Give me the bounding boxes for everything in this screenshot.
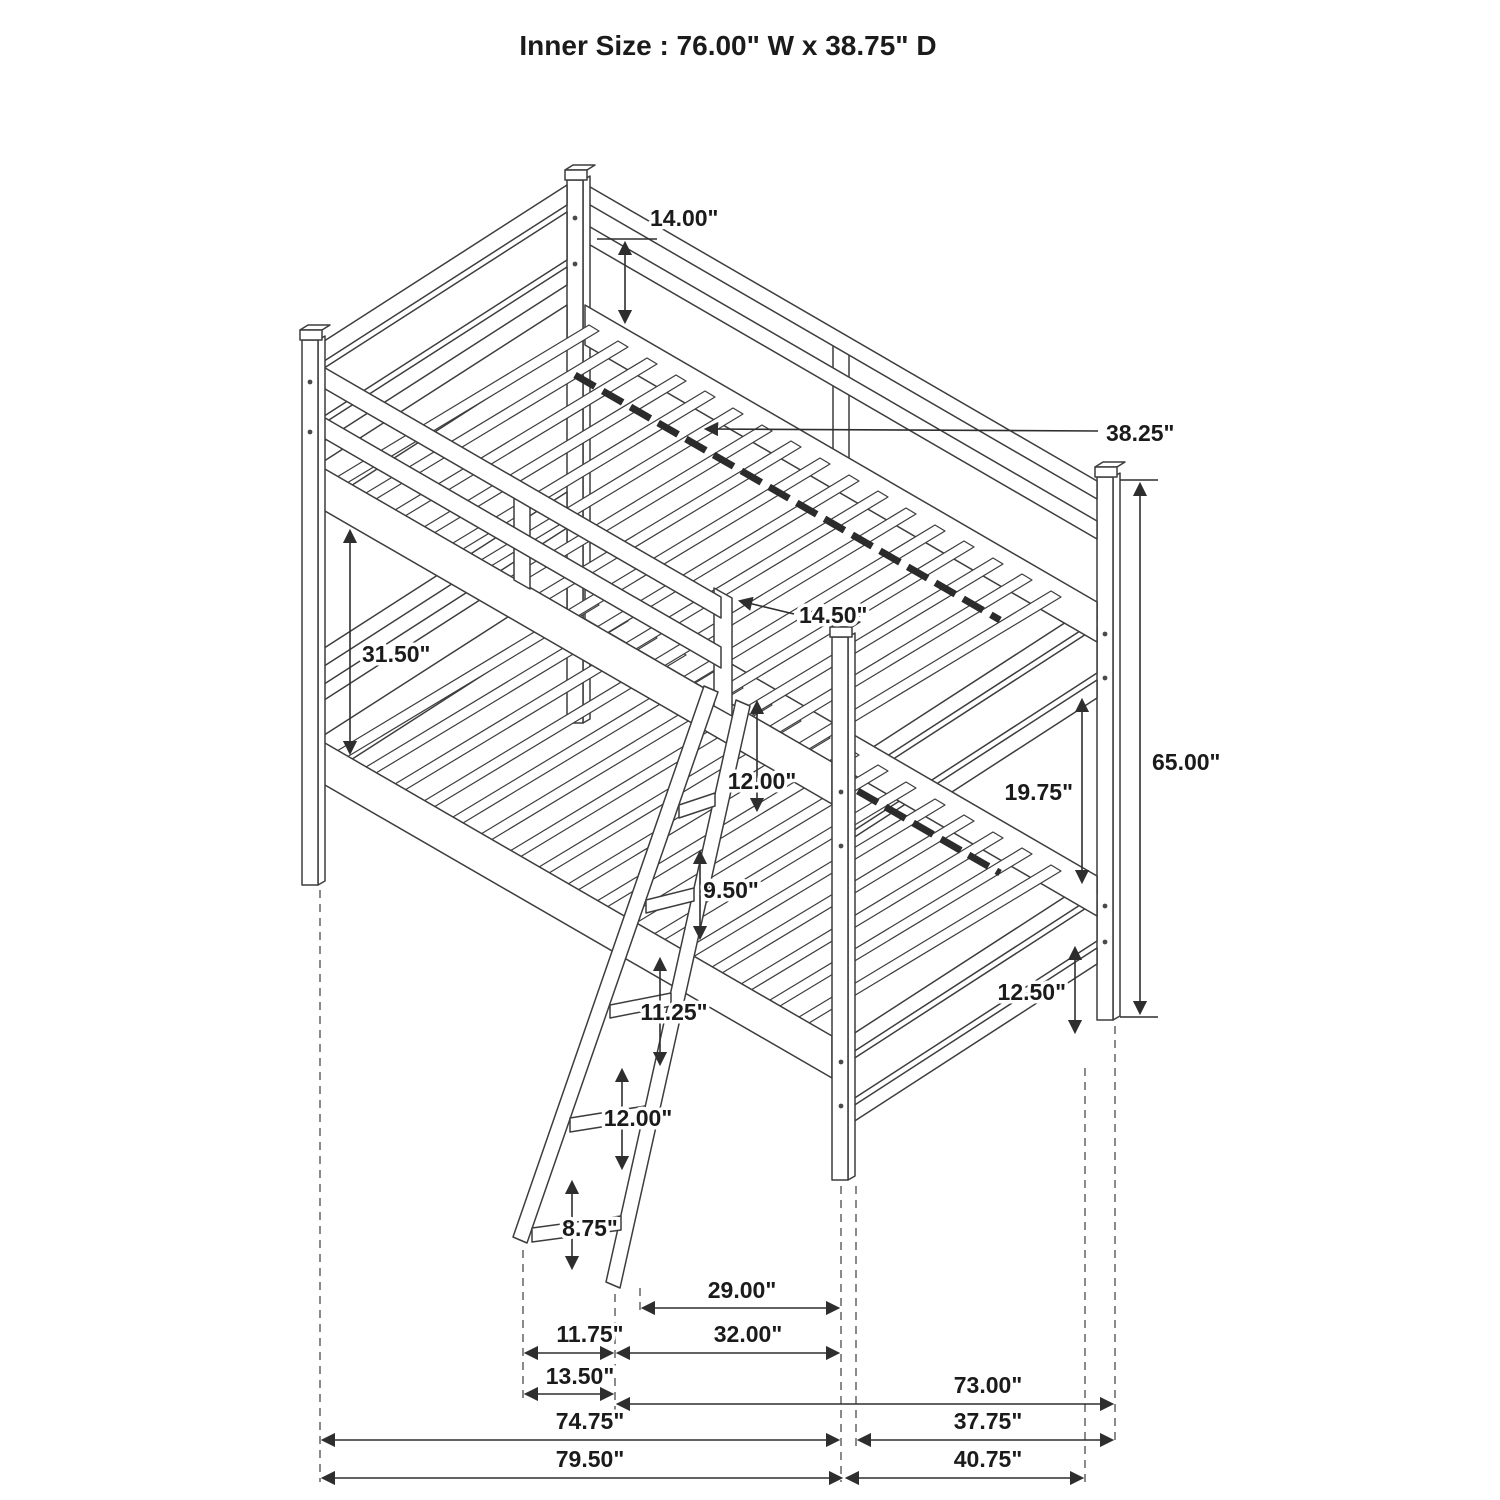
post-back-right [1094, 461, 1126, 1021]
dimension-label: 79.50" [556, 1446, 624, 1472]
dimension-79-50: 79.50" [320, 1443, 844, 1486]
inner-size-title: Inner Size : 76.00" W x 38.75" D [519, 30, 936, 61]
ladder [512, 685, 751, 1289]
footboard-right-end-lower [849, 875, 1098, 1125]
dimension-label: 11.25" [640, 999, 707, 1025]
dimension-label: 40.75" [954, 1446, 1022, 1472]
dimension-9-50: 9.50" [692, 849, 762, 941]
dimension-11-75: 11.75" [523, 1318, 627, 1361]
dimension-38-25: 38.25" [703, 417, 1178, 450]
dimension-29-00: 29.00" [640, 1274, 841, 1316]
dimension-14-00: 14.00" [597, 202, 722, 325]
upper-bunk-front-guard [319, 364, 733, 717]
dimension-label: 38.25" [1106, 420, 1174, 446]
dimension-label: 31.50" [362, 641, 430, 667]
dimension-73-00: 73.00" [615, 1369, 1115, 1412]
dimension-40-75: 40.75" [844, 1443, 1085, 1486]
dimension-label: 11.75" [556, 1321, 623, 1347]
dimension-label: 12.00" [604, 1105, 672, 1131]
dimension-74-75: 74.75" [320, 1405, 841, 1448]
dimension-12-00-lower: 12.00" [600, 1067, 676, 1171]
post-front-right [829, 621, 861, 1181]
dimension-label: 73.00" [954, 1372, 1022, 1398]
dimension-label: 14.00" [650, 205, 718, 231]
ladder-step [678, 792, 716, 819]
dimension-13-50: 13.50" [523, 1360, 618, 1402]
dimension-label: 13.50" [546, 1363, 614, 1389]
dimension-label: 29.00" [708, 1277, 776, 1303]
dimensions: 14.00" 38.25" 31.50" 14.50" 12.00" 19.75… [320, 202, 1224, 1486]
dimension-19-75: 19.75" [1001, 697, 1090, 885]
lower-metal-support-strip [828, 771, 1002, 877]
bunk-bed-drawing [299, 164, 1126, 1289]
dimension-31-50: 31.50" [342, 528, 434, 756]
dimension-11-25: 11.25" [637, 956, 711, 1067]
dimension-label: 74.75" [556, 1408, 624, 1434]
post-front-left [299, 324, 331, 886]
extension-lines [319, 890, 1116, 1482]
bolt-holes [307, 215, 1108, 1109]
dimension-label: 14.50" [799, 602, 867, 628]
dimension-label: 32.00" [714, 1321, 782, 1347]
dimension-label: 12.00" [728, 768, 796, 794]
dimension-12-50: 12.50" [994, 945, 1083, 1035]
dimension-label: 12.50" [998, 979, 1066, 1005]
dimension-14-50: 14.50" [737, 596, 871, 632]
dimension-8-75: 8.75" [559, 1179, 621, 1271]
dimension-label: 19.75" [1005, 779, 1073, 805]
dimension-label: 8.75" [562, 1215, 618, 1241]
dimension-37-75: 37.75" [856, 1405, 1115, 1448]
dimension-32-00: 32.00" [615, 1318, 841, 1361]
dimension-label: 65.00" [1152, 749, 1220, 775]
dimension-label: 9.50" [703, 877, 759, 903]
upper-metal-support-strip [573, 371, 1002, 624]
dimension-12-00-upper: 12.00" [724, 699, 800, 813]
dimension-65-00: 65.00" [1120, 479, 1224, 1018]
dimension-label: 37.75" [954, 1408, 1022, 1434]
